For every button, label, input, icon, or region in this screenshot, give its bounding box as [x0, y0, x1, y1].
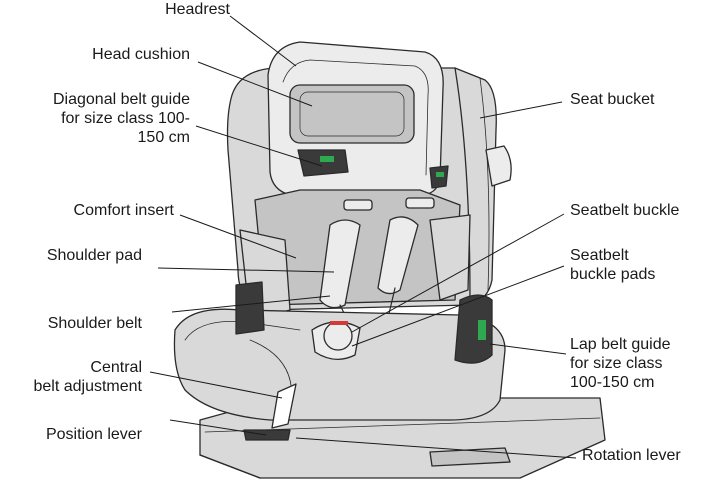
leader-diagonal-guide: [195, 125, 323, 167]
leader-buckle-pads: [351, 265, 565, 347]
leader-position-lever: [169, 419, 267, 436]
leader-central-belt: [149, 371, 283, 399]
label-headrest: Headrest: [165, 1, 230, 18]
leader-comfort-insert: [179, 214, 297, 259]
label-lap-belt-guide: Lap belt guide for size class 100-150 cm: [570, 336, 671, 391]
label-shoulder-pad: Shoulder pad: [46, 247, 142, 264]
leader-lap-belt-guide: [489, 343, 567, 355]
seat-cushion: [173, 308, 506, 421]
label-position-lever: Position lever: [45, 426, 142, 443]
leader-rotation-lever: [295, 437, 577, 459]
label-shoulder-belt: Shoulder belt: [47, 315, 142, 332]
leader-head-cushion: [197, 61, 313, 107]
central-belt-adjustment-shape: [271, 383, 297, 429]
label-comfort-insert: Comfort insert: [73, 202, 174, 219]
buckle-shape: [323, 321, 353, 351]
shoulder-pad-right: [377, 216, 419, 295]
shoulder-pad-left: [319, 219, 361, 309]
leader-shoulder-belt: [171, 295, 331, 313]
diagonal-guide-left: [297, 149, 349, 177]
leader-headrest: [229, 15, 297, 67]
lap-belt-guide-shape: [454, 294, 493, 364]
leader-shoulder-pad: [157, 267, 335, 273]
base-rail: [429, 447, 511, 467]
leader-seatbelt-buckle: [351, 213, 565, 333]
side-knob: [485, 145, 512, 187]
label-diagonal-belt-guide: Diagonal belt guide for size class 100- …: [53, 91, 190, 146]
label-seatbelt-buckle: Seatbelt buckle: [570, 202, 680, 219]
label-seatbelt-buckle-pads: Seatbelt buckle pads: [570, 247, 656, 283]
left-side-guide: [235, 281, 265, 335]
label-central-belt-adjustment: Central belt adjustment: [33, 359, 142, 395]
label-head-cushion: Head cushion: [92, 46, 190, 63]
leader-seat-bucket: [479, 101, 563, 119]
head-cushion-shape: [289, 84, 415, 144]
label-seat-bucket: Seat bucket: [570, 91, 655, 108]
label-rotation-lever: Rotation lever: [582, 447, 681, 464]
position-lever-shape: [243, 429, 291, 441]
